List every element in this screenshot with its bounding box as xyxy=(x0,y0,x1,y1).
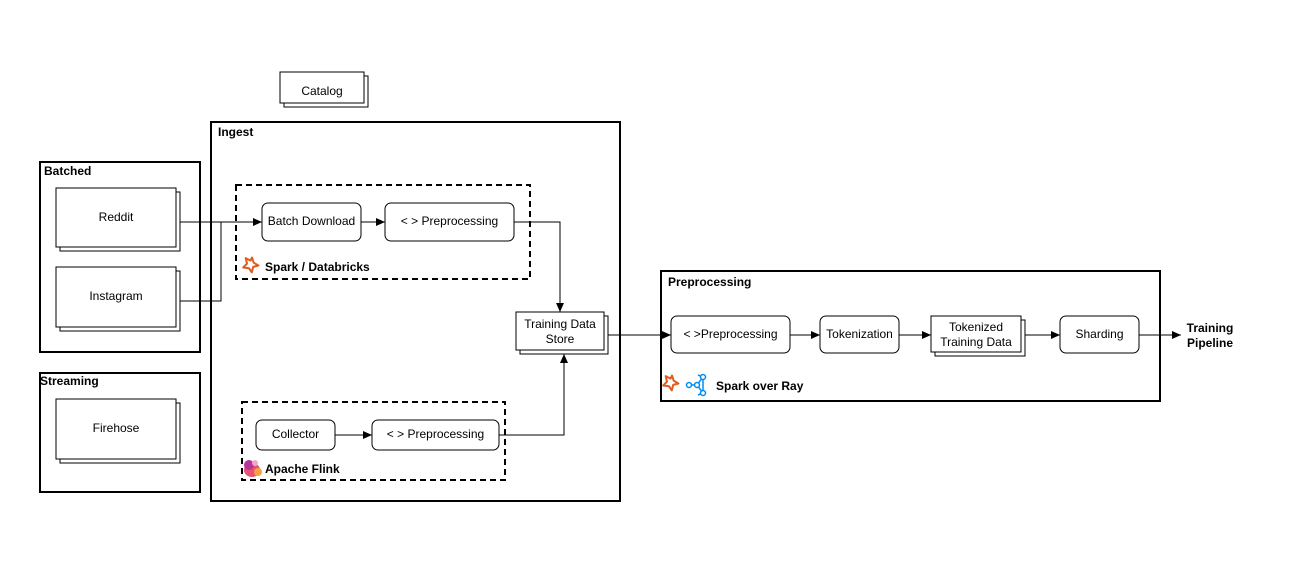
batch-download-node: Batch Download xyxy=(261,202,362,242)
connectors xyxy=(180,218,1181,439)
batch-download-label: Batch Download xyxy=(268,214,355,228)
firehose-box: Firehose xyxy=(55,398,181,464)
sharding-node: Sharding xyxy=(1059,315,1140,354)
apache-flink-group: Apache Flink Collector < > Preprocessing xyxy=(241,401,506,481)
preprocessing-group: Preprocessing < >Preprocessing Tokenizat… xyxy=(660,270,1161,402)
training-pipeline-line2: Pipeline xyxy=(1187,336,1233,350)
spark-preprocessing-node: < > Preprocessing xyxy=(384,202,515,242)
spark-icon xyxy=(242,256,260,274)
edge-instagram-to-batch-download xyxy=(180,222,222,302)
tokenized-line1: Tokenized xyxy=(949,320,1003,334)
flink-preprocessing-label: < > Preprocessing xyxy=(387,427,484,441)
tokenization-node: Tokenization xyxy=(819,315,900,354)
tokenized-line2: Training Data xyxy=(940,335,1012,349)
flink-squirrel-icon xyxy=(244,460,262,477)
ingest-title: Ingest xyxy=(218,125,253,139)
edge-flink-preprocessing-to-store xyxy=(499,354,568,436)
firehose-label: Firehose xyxy=(93,421,140,435)
tokenization-label: Tokenization xyxy=(826,327,893,341)
training-data-store: Training Data Store xyxy=(515,311,609,355)
pp-preprocessing-node: < >Preprocessing xyxy=(670,315,791,354)
ingest-group: Ingest Spark / Databricks Batch Download… xyxy=(210,121,621,502)
catalog-label: Catalog xyxy=(301,84,342,98)
ray-icon xyxy=(685,373,707,397)
training-data-store-line2: Store xyxy=(546,332,575,346)
batched-group: Batched Reddit Instagram xyxy=(39,161,201,353)
sharding-label: Sharding xyxy=(1075,327,1123,341)
tokenized-training-data-node: Tokenized Training Data xyxy=(930,315,1026,357)
spark-preprocessing-label: < > Preprocessing xyxy=(401,214,498,228)
streaming-group: Streaming Firehose xyxy=(39,372,201,493)
batched-title: Batched xyxy=(44,164,91,178)
preprocessing-title: Preprocessing xyxy=(668,275,751,289)
collector-node: Collector xyxy=(255,419,336,451)
instagram-label: Instagram xyxy=(89,289,142,303)
edge-spark-preprocessing-to-store xyxy=(514,221,564,312)
training-data-store-line1: Training Data xyxy=(524,317,596,331)
streaming-title: Streaming xyxy=(40,374,99,388)
instagram-box: Instagram xyxy=(55,266,181,332)
spark-databricks-label: Spark / Databricks xyxy=(265,260,370,274)
spark-icon xyxy=(662,374,680,392)
catalog-box: Catalog xyxy=(279,71,369,108)
apache-flink-label: Apache Flink xyxy=(265,462,340,476)
pp-preprocessing-label: < >Preprocessing xyxy=(683,327,777,341)
spark-databricks-group: Spark / Databricks Batch Download < > Pr… xyxy=(235,184,531,280)
training-pipeline-line1: Training xyxy=(1187,321,1234,335)
spark-over-ray-label: Spark over Ray xyxy=(716,379,804,393)
flink-preprocessing-node: < > Preprocessing xyxy=(371,419,500,451)
reddit-label: Reddit xyxy=(99,210,134,224)
collector-label: Collector xyxy=(272,427,319,441)
reddit-box: Reddit xyxy=(55,187,181,252)
